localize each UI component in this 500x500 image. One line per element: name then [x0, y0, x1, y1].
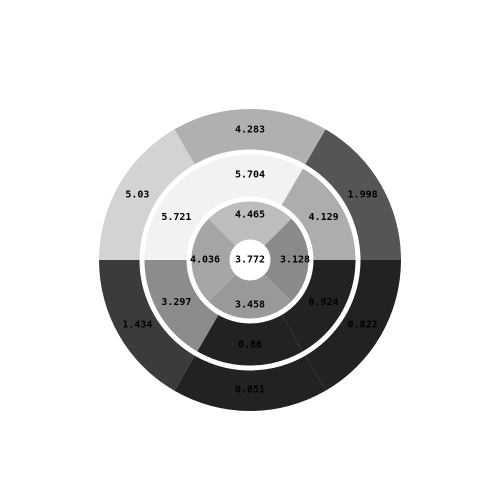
ring-2-segment-0: [280, 166, 358, 260]
ring-2-segment-5: [196, 151, 304, 208]
ring-3-label-5: 4.283: [235, 125, 265, 136]
ring-separator-0: [229, 239, 271, 281]
ring-1-segment-0: [262, 216, 311, 304]
ring-3-segment-3: [99, 260, 196, 391]
ring-1-segment-2: [189, 216, 238, 304]
center-segment-0: [232, 242, 268, 278]
ring-separator-1: [186, 196, 314, 324]
ring-3-label-2: 0.851: [235, 385, 265, 396]
ring-3-segment-4: [99, 129, 196, 260]
ring-1-label-3: 4.465: [235, 210, 265, 221]
ring-3-label-0: 1.998: [348, 190, 378, 201]
ring-3-segment-5: [174, 108, 326, 167]
ring-3-segment-1: [304, 260, 401, 391]
sunburst-segments: [99, 108, 401, 411]
ring-3-segment-2: [174, 353, 326, 411]
ring-2-segment-3: [142, 260, 220, 354]
ring-3-label-4: 5.03: [125, 190, 149, 201]
ring-2-label-0: 4.129: [309, 212, 339, 223]
ring-2-segment-2: [196, 312, 304, 368]
ring-2-label-2: 0.86: [238, 340, 262, 351]
ring-3-label-3: 1.434: [122, 320, 152, 331]
ring-2-label-5: 5.704: [235, 170, 265, 181]
ring-3-label-1: 0.822: [348, 320, 378, 331]
ring-1-segment-1: [206, 272, 294, 321]
ring-3-segment-0: [304, 129, 401, 260]
ring-1-label-2: 4.036: [190, 255, 220, 266]
ring-1-label-1: 3.458: [235, 300, 265, 311]
ring-2-label-4: 5.721: [161, 212, 191, 223]
center-label-0: 3.772: [235, 255, 265, 266]
ring-1-label-0: 3.128: [280, 255, 310, 266]
ring-2-segment-4: [142, 166, 220, 260]
ring-2-label-1: 0.924: [309, 297, 339, 308]
ring-2-segment-1: [280, 260, 358, 354]
ring-2-label-3: 3.297: [161, 297, 191, 308]
ring-separator-2: [139, 149, 361, 371]
ring-1-segment-3: [206, 199, 294, 248]
sunburst-labels: 3.772 3.128 3.458 4.036 4.465 4.129 0.924 0.86 3…: [122, 125, 377, 396]
